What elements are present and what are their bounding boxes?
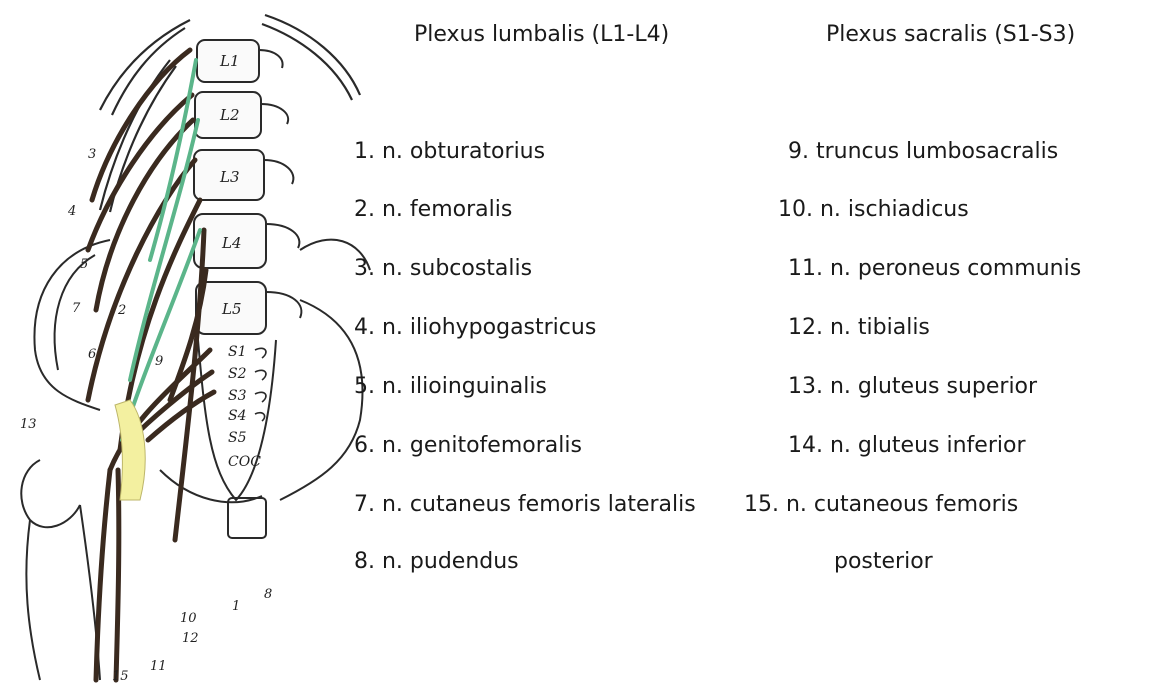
femur-head xyxy=(21,460,80,527)
sacral-plexus-heading: Plexus sacralis (S1-S3) xyxy=(826,22,1075,47)
lumbar-plexus-heading: Plexus lumbalis (L1-L4) xyxy=(414,22,669,47)
sacral-labels: S1 S2 S3 S4 S5 COC xyxy=(228,344,261,470)
legend-item-ischiadicus: 10. n. ischiadicus xyxy=(778,195,969,225)
legend-item-femoralis: 2. n. femoralis xyxy=(354,195,512,225)
label-s4: S4 xyxy=(228,408,247,424)
legend-item-tibialis: 12. n. tibialis xyxy=(788,313,930,343)
iliac-crest-left xyxy=(34,240,110,410)
legend-item-gluteus-superior: 13. n. gluteus superior xyxy=(788,372,1037,402)
label-l2: L2 xyxy=(219,106,240,124)
nerves xyxy=(88,50,214,680)
fig-num-9: 9 xyxy=(155,354,163,369)
nerve-cutaneous-femoris-posterior xyxy=(116,470,119,680)
fig-num-13: 13 xyxy=(20,417,37,432)
fig-num-3: 3 xyxy=(88,147,96,162)
legend-item-posterior: posterior xyxy=(834,547,933,577)
sacral-foramina xyxy=(255,348,266,421)
label-l3: L3 xyxy=(219,168,240,186)
legend-item-cutaneous-femoris: 15. n. cutaneous femoris xyxy=(744,490,1018,520)
fig-num-15: 15 xyxy=(112,669,129,684)
fig-num-11: 11 xyxy=(150,659,167,674)
femur-shaft xyxy=(26,520,40,680)
legend-item-subcostalis: 3. n. subcostalis xyxy=(354,254,532,284)
legend-item-iliohypogastricus: 4. n. iliohypogastricus xyxy=(354,313,596,343)
label-s2: S2 xyxy=(228,366,247,382)
rib-left-inner xyxy=(112,28,185,115)
nerve-obturatorius xyxy=(175,230,204,540)
legend-item-ilioinguinalis: 5. n. ilioinguinalis xyxy=(354,372,547,402)
label-l1: L1 xyxy=(219,52,240,70)
label-l5: L5 xyxy=(221,300,242,318)
fig-num-8: 8 xyxy=(264,587,272,602)
fig-num-12: 12 xyxy=(182,631,199,646)
fig-num-6: 6 xyxy=(88,347,96,362)
label-s1: S1 xyxy=(228,344,247,360)
label-l4: L4 xyxy=(221,234,242,252)
lumbosacral-plexus-illustration: L1 L2 L3 L4 L5 S1 S2 S3 S4 S5 COC 3 4 5 … xyxy=(0,0,390,684)
pelvis-right xyxy=(280,300,363,500)
label-s5: S5 xyxy=(228,430,247,446)
legend-item-peroneus-communis: 11. n. peroneus communis xyxy=(788,254,1081,284)
fig-num-2: 2 xyxy=(117,303,126,318)
legend-item-obturatorius: 1. n. obturatorius xyxy=(354,137,545,167)
fig-num-5: 5 xyxy=(80,257,88,272)
nerve-peroneus xyxy=(96,470,110,680)
pubic-symphysis xyxy=(228,498,266,538)
legend-item-pudendus: 8. n. pudendus xyxy=(354,547,519,577)
rib-right xyxy=(265,15,360,95)
legend-item-cutaneus-femoris-lateralis: 7. n. cutaneus femoris lateralis xyxy=(354,490,696,520)
legend-item-genitofemoralis: 6. n. genitofemoralis xyxy=(354,431,582,461)
label-coc: COC xyxy=(228,454,261,470)
legend-item-gluteus-inferior: 14. n. gluteus inferior xyxy=(788,431,1026,461)
fig-num-10: 10 xyxy=(180,611,197,626)
legend-item-truncus-lumbosacralis: 9. truncus lumbosacralis xyxy=(788,137,1058,167)
fig-num-7: 7 xyxy=(72,301,81,316)
transverse-processes xyxy=(259,50,301,318)
label-s3: S3 xyxy=(228,388,247,404)
fig-num-4: 4 xyxy=(67,204,76,219)
fig-num-1: 1 xyxy=(232,599,240,614)
